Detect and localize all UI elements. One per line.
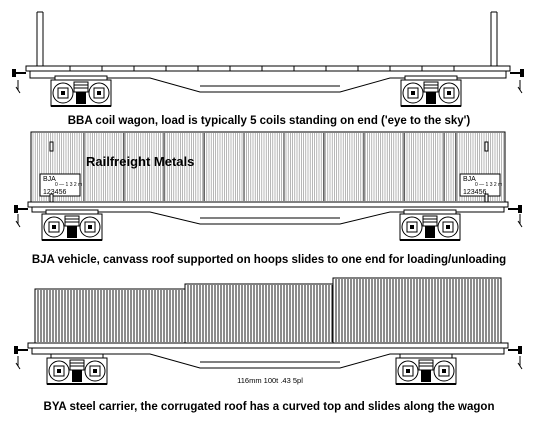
bja-right-panel-number: 123456 [463,189,486,196]
bja-wagon-drawing [13,131,523,241]
bja-left-data-panel: BJA 0 — 1 3 2 m 123456 [43,176,82,196]
bba-wagon-drawing [11,11,525,107]
bja-left-panel-number: 123456 [43,189,66,196]
bja-right-panel-code: BJA [463,176,476,183]
bja-right-data-panel: BJA 0 — 1 3 2 m 123456 [463,176,502,196]
bja-caption: BJA vehicle, canvass roof supported on h… [32,254,506,266]
bja-left-panel-code: BJA [43,176,56,183]
bja-livery-title: Railfreight Metals [86,154,194,169]
bya-spec-text: 116mm 100t .43 5pl [237,376,303,385]
bya-wagon-drawing [13,277,523,385]
bja-right-panel-detail: 0 — 1 3 2 m [475,182,502,188]
bja-left-panel-detail: 0 — 1 3 2 m [55,182,82,188]
bba-caption: BBA coil wagon, load is typically 5 coil… [68,115,471,127]
bya-caption: BYA steel carrier, the corrugated roof h… [44,401,495,413]
